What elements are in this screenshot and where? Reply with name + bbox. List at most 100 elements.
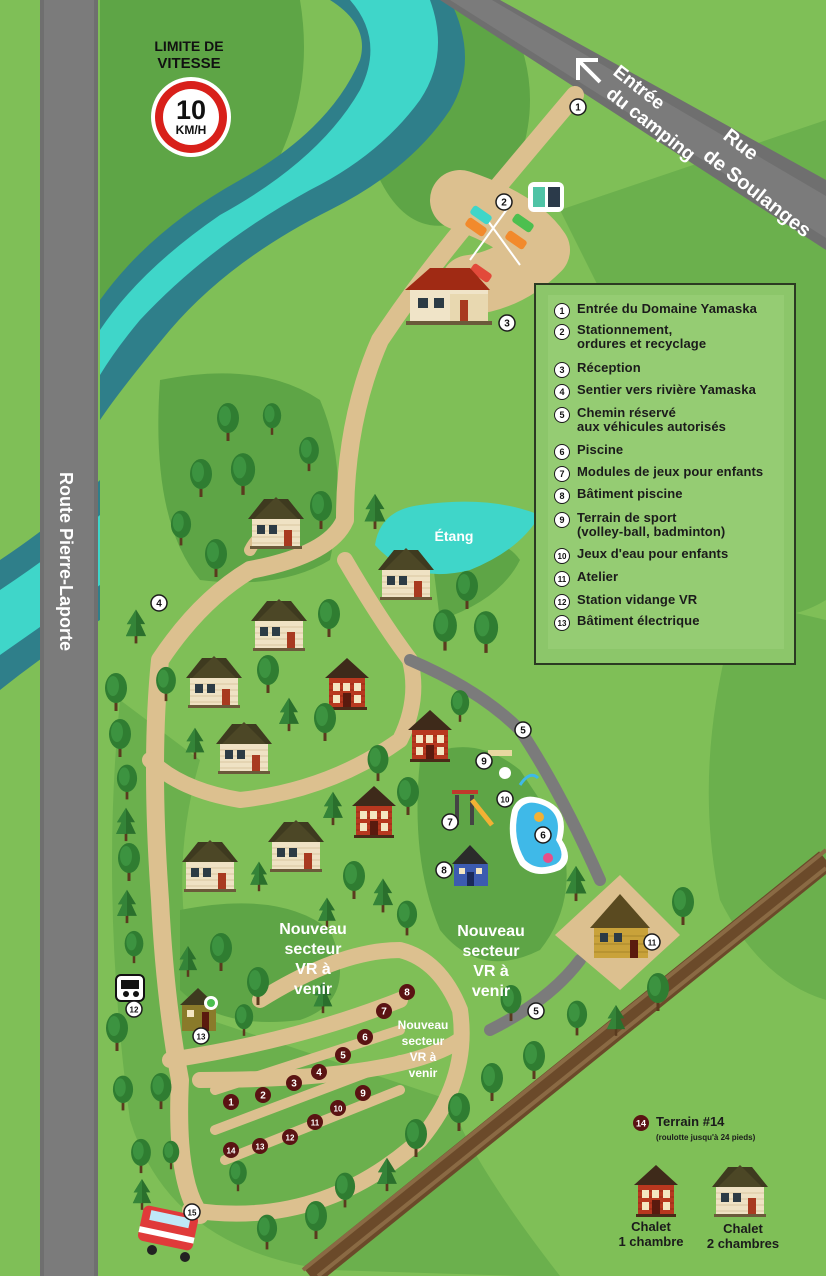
- svg-text:4: 4: [316, 1068, 322, 1079]
- rv-site-7[interactable]: 7: [376, 1003, 392, 1019]
- map-marker-5[interactable]: 5: [527, 1002, 545, 1020]
- map-marker-4[interactable]: 4: [150, 594, 168, 612]
- svg-text:2: 2: [260, 1091, 266, 1102]
- rv-site-6[interactable]: 6: [357, 1029, 373, 1045]
- map-marker-12[interactable]: 12: [125, 1000, 143, 1018]
- svg-text:secteur: secteur: [463, 943, 520, 960]
- legend-number: 11: [554, 571, 570, 587]
- map-marker-1[interactable]: 1: [569, 98, 587, 116]
- entrance-arrow-icon: [576, 58, 602, 84]
- rv-site-14[interactable]: 14: [223, 1142, 239, 1158]
- map-marker-10[interactable]: 10: [496, 790, 514, 808]
- legend-item-11: 11 Atelier: [554, 570, 618, 587]
- svg-text:Chalet: Chalet: [723, 1221, 763, 1236]
- map-marker-3[interactable]: 3: [498, 314, 516, 332]
- svg-text:1: 1: [575, 103, 581, 114]
- svg-text:Nouveau: Nouveau: [457, 923, 525, 940]
- svg-text:11: 11: [311, 1119, 320, 1128]
- legend-item-13: 13 Bâtiment électrique: [554, 614, 700, 631]
- svg-text:2: 2: [501, 198, 507, 209]
- svg-text:9: 9: [360, 1089, 366, 1100]
- legend-number: 12: [554, 594, 570, 610]
- speed-sign-title-2: VITESSE: [157, 55, 220, 72]
- svg-text:(roulotte jusqu'à 24 pieds): (roulotte jusqu'à 24 pieds): [656, 1133, 756, 1142]
- svg-text:1: 1: [228, 1098, 234, 1109]
- rv-site-9[interactable]: 9: [355, 1085, 371, 1101]
- svg-text:11: 11: [648, 939, 657, 948]
- map-marker-13[interactable]: 13: [192, 1027, 210, 1045]
- map-marker-5[interactable]: 5: [514, 721, 532, 739]
- map-marker-6[interactable]: 6: [534, 826, 552, 844]
- rv-site-4[interactable]: 4: [311, 1064, 327, 1080]
- legend-text: Piscine: [577, 442, 624, 457]
- rv-site-12[interactable]: 12: [282, 1129, 298, 1145]
- svg-text:13: 13: [256, 1143, 265, 1152]
- svg-text:5: 5: [520, 726, 526, 737]
- svg-text:venir: venir: [472, 983, 510, 1000]
- legend-text: Jeux d'eau pour enfants: [577, 546, 729, 561]
- svg-text:venir: venir: [294, 981, 332, 998]
- legend-number: 5: [554, 407, 570, 423]
- svg-text:venir: venir: [409, 1066, 438, 1080]
- speed-sign-unit: KM/H: [176, 123, 207, 137]
- map-marker-11[interactable]: 11: [643, 933, 661, 951]
- svg-text:5: 5: [340, 1051, 346, 1062]
- svg-text:12: 12: [286, 1134, 295, 1143]
- legend-number: 2: [554, 324, 570, 340]
- svg-text:Nouveau: Nouveau: [398, 1018, 449, 1032]
- legend-text: Station vidange VR: [577, 592, 698, 607]
- map-marker-8[interactable]: 8: [435, 861, 453, 879]
- svg-text:7: 7: [447, 818, 453, 829]
- svg-text:Chalet: Chalet: [631, 1219, 671, 1234]
- svg-text:8: 8: [441, 866, 447, 877]
- svg-text:3: 3: [291, 1079, 297, 1090]
- legend-number: 1: [554, 303, 570, 319]
- map-marker-9[interactable]: 9: [475, 752, 493, 770]
- legend-text: Sentier vers rivière Yamaska: [577, 382, 756, 397]
- rv-site-11[interactable]: 11: [307, 1114, 323, 1130]
- rv-site-8[interactable]: 8: [399, 984, 415, 1000]
- rv-site-1[interactable]: 1: [223, 1094, 239, 1110]
- svg-text:7: 7: [381, 1007, 387, 1018]
- legend-item-12: 12 Station vidange VR: [554, 593, 697, 610]
- legend-number: 13: [554, 615, 570, 631]
- new-sector-2: Nouveau secteur VR à venir: [457, 923, 525, 1000]
- svg-text:9: 9: [481, 757, 487, 768]
- svg-text:Terrain #14: Terrain #14: [656, 1114, 725, 1129]
- legend-text: Bâtiment électrique: [577, 613, 700, 628]
- svg-text:VR à: VR à: [410, 1050, 437, 1064]
- rv-site-5[interactable]: 5: [335, 1047, 351, 1063]
- new-sector-1: Nouveau secteur VR à venir: [279, 921, 347, 998]
- svg-text:VR à: VR à: [295, 961, 331, 978]
- rv-site-10[interactable]: 10: [330, 1100, 346, 1116]
- speed-sign-title-1: LIMITE DE: [154, 38, 223, 54]
- map-marker-2[interactable]: 2: [495, 193, 513, 211]
- map-marker-7[interactable]: 7: [441, 813, 459, 831]
- map-marker-15[interactable]: 15: [183, 1203, 201, 1221]
- rv-site-13[interactable]: 13: [252, 1138, 268, 1154]
- rv-site-3[interactable]: 3: [286, 1075, 302, 1091]
- svg-text:13: 13: [197, 1033, 206, 1042]
- rv-site-2[interactable]: 2: [255, 1087, 271, 1103]
- legend-number: 7: [554, 466, 570, 482]
- svg-text:8: 8: [404, 988, 410, 999]
- svg-text:2 chambres: 2 chambres: [707, 1236, 779, 1251]
- svg-text:Nouveau: Nouveau: [279, 921, 347, 938]
- svg-text:12: 12: [130, 1006, 139, 1015]
- legend-text: Terrain de sport(volley-ball, badminton): [577, 510, 726, 539]
- legend-text: Atelier: [577, 569, 619, 584]
- legend-inner: [548, 295, 784, 649]
- svg-text:10: 10: [501, 796, 510, 805]
- pond-label: Étang: [435, 528, 474, 544]
